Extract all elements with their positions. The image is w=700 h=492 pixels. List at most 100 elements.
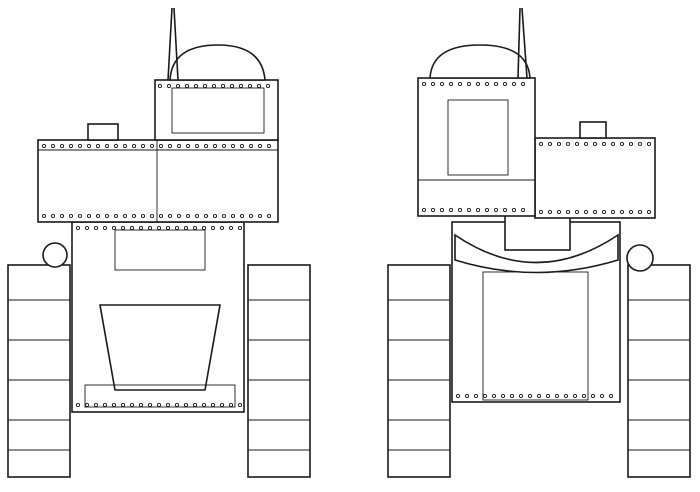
- rivet: [102, 225, 108, 231]
- rivet: [247, 83, 253, 89]
- rivet: [547, 141, 553, 147]
- front-superstructure: [37, 123, 279, 223]
- rivet: [520, 207, 526, 213]
- rivet: [120, 402, 126, 408]
- rivet: [491, 393, 497, 399]
- rivet: [464, 393, 470, 399]
- rivet: [248, 143, 254, 149]
- rivet: [210, 225, 216, 231]
- rivet: [185, 213, 191, 219]
- rivet: [538, 209, 544, 215]
- rivet: [237, 225, 243, 231]
- rivet: [599, 393, 605, 399]
- rivet: [201, 225, 207, 231]
- rivet: [147, 225, 153, 231]
- rivet: [520, 81, 526, 87]
- rivet: [239, 213, 245, 219]
- rivet: [84, 402, 90, 408]
- rivet: [149, 143, 155, 149]
- rivet: [174, 225, 180, 231]
- rivet: [157, 83, 163, 89]
- rivet: [466, 207, 472, 213]
- rivet: [518, 393, 524, 399]
- rivet: [230, 143, 236, 149]
- rivet: [439, 81, 445, 87]
- rivet: [203, 143, 209, 149]
- rivet: [129, 225, 135, 231]
- rivet: [547, 209, 553, 215]
- rivet: [266, 143, 272, 149]
- rivet: [511, 207, 517, 213]
- rivet: [484, 207, 490, 213]
- rivet: [93, 225, 99, 231]
- rivet: [601, 141, 607, 147]
- rivet: [493, 81, 499, 87]
- rivet: [156, 225, 162, 231]
- rivet: [502, 81, 508, 87]
- rivet: [167, 213, 173, 219]
- rivet: [138, 225, 144, 231]
- rivet: [466, 81, 472, 87]
- rivet: [572, 393, 578, 399]
- rivet: [421, 207, 427, 213]
- front-view: [7, 7, 311, 478]
- rivet: [265, 83, 271, 89]
- rear-right-track: [627, 264, 691, 478]
- rivet: [556, 209, 562, 215]
- rivet: [628, 209, 634, 215]
- rivet: [448, 81, 454, 87]
- rivet: [574, 209, 580, 215]
- rivet: [220, 83, 226, 89]
- rivet: [68, 143, 74, 149]
- rivet: [165, 225, 171, 231]
- rivet: [84, 225, 90, 231]
- rivet: [95, 143, 101, 149]
- rivet: [473, 393, 479, 399]
- rivet: [592, 209, 598, 215]
- rivet: [104, 143, 110, 149]
- rivet: [248, 213, 254, 219]
- rivet: [75, 402, 81, 408]
- rivet: [113, 143, 119, 149]
- rivet: [502, 207, 508, 213]
- rivet: [183, 402, 189, 408]
- rivet: [545, 393, 551, 399]
- rivet: [166, 83, 172, 89]
- rivet: [210, 402, 216, 408]
- rivet: [193, 83, 199, 89]
- rivet: [554, 393, 560, 399]
- rear-superstructure: [417, 7, 656, 219]
- rivet: [86, 213, 92, 219]
- rivet: [140, 213, 146, 219]
- rivet: [102, 402, 108, 408]
- rivet: [149, 213, 155, 219]
- rivet: [457, 207, 463, 213]
- rivet: [219, 402, 225, 408]
- rivet: [608, 393, 614, 399]
- rivet: [237, 402, 243, 408]
- rivet: [111, 225, 117, 231]
- rivet: [565, 209, 571, 215]
- rivet: [77, 213, 83, 219]
- rivet: [192, 225, 198, 231]
- rivet: [59, 143, 65, 149]
- rivet: [637, 209, 643, 215]
- rivet: [590, 393, 596, 399]
- rivet: [592, 141, 598, 147]
- rivet: [239, 143, 245, 149]
- front-left-track: [7, 264, 71, 478]
- rivet: [158, 143, 164, 149]
- rivet: [158, 213, 164, 219]
- rivet: [229, 83, 235, 89]
- rivet: [565, 141, 571, 147]
- rivet: [212, 143, 218, 149]
- rivet: [138, 402, 144, 408]
- rivet: [93, 402, 99, 408]
- front-right-track: [247, 264, 311, 478]
- rivet: [184, 83, 190, 89]
- rivet: [475, 81, 481, 87]
- rivet: [113, 213, 119, 219]
- rivet: [156, 402, 162, 408]
- rivet: [174, 402, 180, 408]
- rivet: [538, 141, 544, 147]
